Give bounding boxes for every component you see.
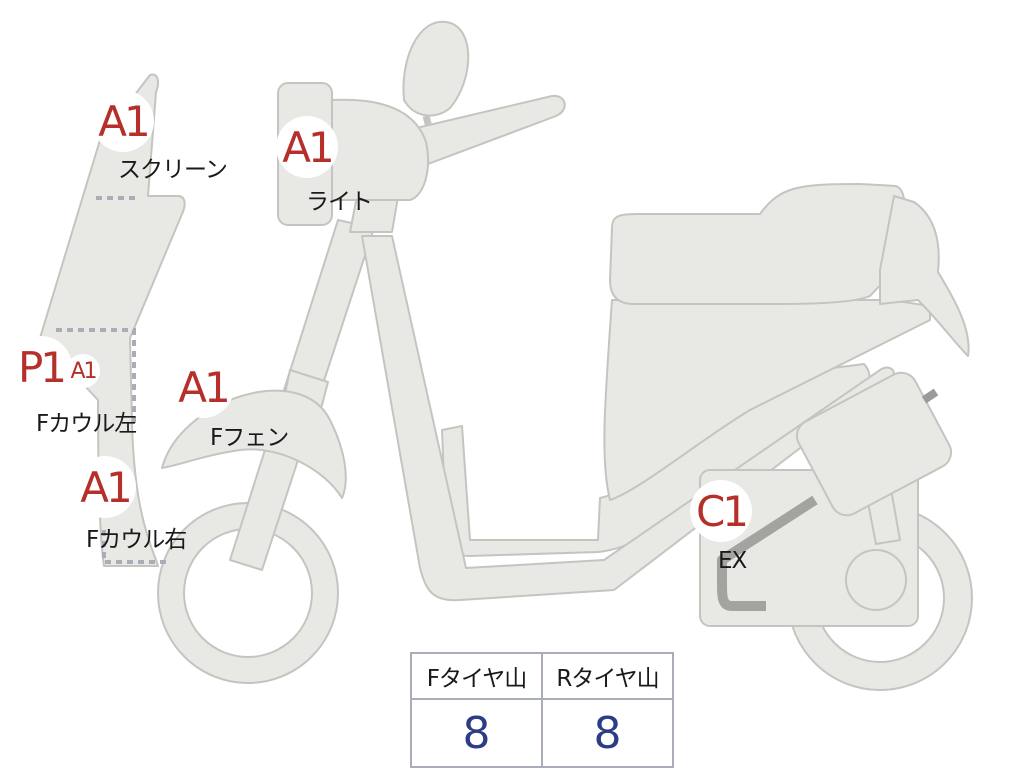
cowl-left-area-line	[56, 328, 136, 424]
muffler	[795, 371, 953, 517]
f-cowl-right-label: Fカウル右	[86, 527, 187, 553]
exhaust-damage-code: C1	[690, 480, 752, 542]
f-fender-label: Fフェン	[210, 425, 289, 451]
muffler-tip	[921, 388, 939, 404]
front-wheel	[157, 502, 339, 684]
light-damage-code: A1	[276, 116, 338, 178]
rear-hub	[845, 549, 907, 611]
rear-tire-tread-header: Rタイヤ山	[541, 652, 674, 700]
front-tire-tread-value: 8	[410, 698, 543, 768]
f-cowl-left-label: Fカウル左	[36, 411, 137, 437]
mirror	[402, 20, 470, 117]
body-panel	[603, 299, 931, 501]
screen-damage-code: A1	[92, 90, 154, 152]
f-cowl-left-damage-code: P1	[10, 336, 72, 398]
screen-label: スクリーン	[118, 157, 228, 183]
f-cowl-right-damage-code: A1	[74, 456, 136, 518]
rear-tire-tread-value: 8	[541, 698, 674, 768]
seat	[609, 183, 907, 305]
front-tire-tread-header: Fタイヤ山	[410, 652, 543, 700]
handlebar	[407, 94, 566, 171]
exhaust-label: EX	[718, 548, 747, 574]
light-label: ライト	[306, 189, 373, 215]
rear-tail	[879, 195, 970, 357]
f-fender-damage-code: A1	[172, 356, 234, 418]
tire-tread-table: Fタイヤ山 Rタイヤ山 8 8	[410, 652, 674, 768]
f-cowl-left-sub-damage-code: A1	[66, 354, 100, 388]
exhaust-pipe	[717, 495, 818, 611]
